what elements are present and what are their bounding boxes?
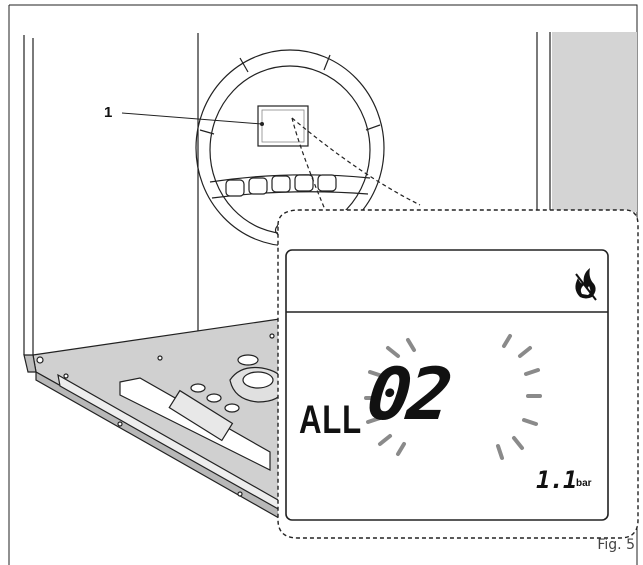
callout-leader <box>121 112 263 125</box>
boiler-cabinet <box>23 32 637 356</box>
lcd-pressure-value: 1.1 <box>536 466 577 494</box>
bottom-tray <box>23 315 301 533</box>
lcd-pressure-unit: bar <box>576 478 592 489</box>
panel-buttons <box>225 174 337 237</box>
flame-crossed-icon <box>575 268 597 301</box>
lcd-screen <box>285 249 609 521</box>
zoom-connector <box>291 117 421 213</box>
lcd-error-code: 02 <box>362 352 453 436</box>
figure-caption: Fig. 5 <box>597 537 635 553</box>
panel-display-window <box>257 105 309 147</box>
blink-rays <box>364 334 542 460</box>
callout-number: 1 <box>104 104 113 121</box>
lcd-mode-text: ALL <box>299 398 362 442</box>
